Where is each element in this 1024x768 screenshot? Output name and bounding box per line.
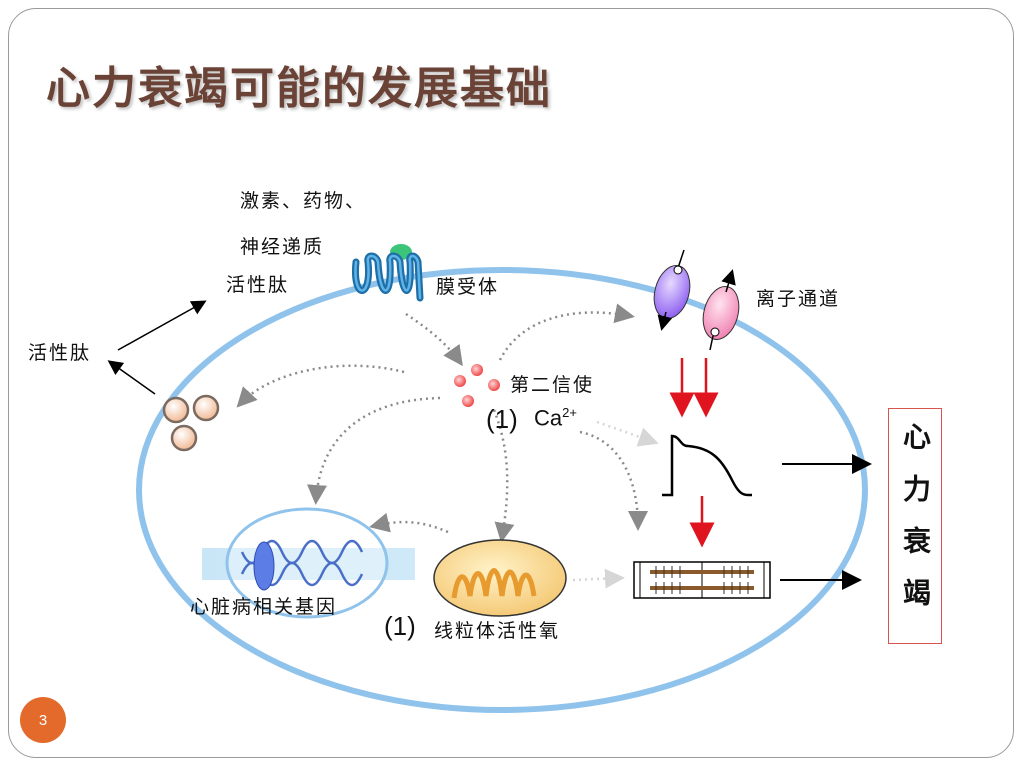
label-hormones-drugs: 激素、药物、 <box>240 190 367 212</box>
label-ca-prefix: (1) <box>486 404 518 434</box>
label-active-peptide-top: 活性肽 <box>226 274 290 296</box>
label-active-peptide-left: 活性肽 <box>28 342 92 364</box>
label-mito-ros: 线粒体活性氧 <box>434 620 561 642</box>
second-messenger-dots <box>454 364 500 407</box>
label-heart-genes: 心脏病相关基因 <box>190 596 338 618</box>
nucleus-dna-icon <box>202 507 415 619</box>
arrow-peptide-to-top <box>117 300 207 351</box>
mitochondrion-icon <box>433 539 567 617</box>
myofibril-icon <box>633 561 771 599</box>
arrow-balls-to-peptide <box>107 360 156 395</box>
label-membrane-receptor: 膜受体 <box>436 276 500 298</box>
light-dotted-arrows <box>572 420 659 589</box>
peptide-vesicles <box>162 394 220 452</box>
signal-dotted-arrows <box>236 303 648 543</box>
ca-symbol: Ca <box>534 405 563 431</box>
cell-membrane <box>136 267 868 713</box>
ion-channel-icon <box>653 249 740 351</box>
slide-title: 心力衰竭可能的发展基础 <box>46 63 552 114</box>
membrane-receptor-icon <box>351 244 424 302</box>
action-potential-icon <box>662 434 752 497</box>
ca-charge: 2+ <box>562 405 577 420</box>
red-arrows <box>669 358 719 548</box>
heart-failure-label: 心力衰竭 <box>899 422 932 630</box>
label-mito-prefix: (1) <box>384 611 416 641</box>
label-second-messenger: 第二信使 <box>510 374 595 396</box>
label-ion-channel: 离子通道 <box>756 288 841 310</box>
page-number-badge: 3 <box>20 697 66 743</box>
label-neurotransmitter: 神经递质 <box>240 236 325 258</box>
label-ca-ion: Ca2+ <box>534 405 577 431</box>
heart-failure-box: 心力衰竭 <box>888 408 942 644</box>
slide-frame <box>8 8 1014 758</box>
